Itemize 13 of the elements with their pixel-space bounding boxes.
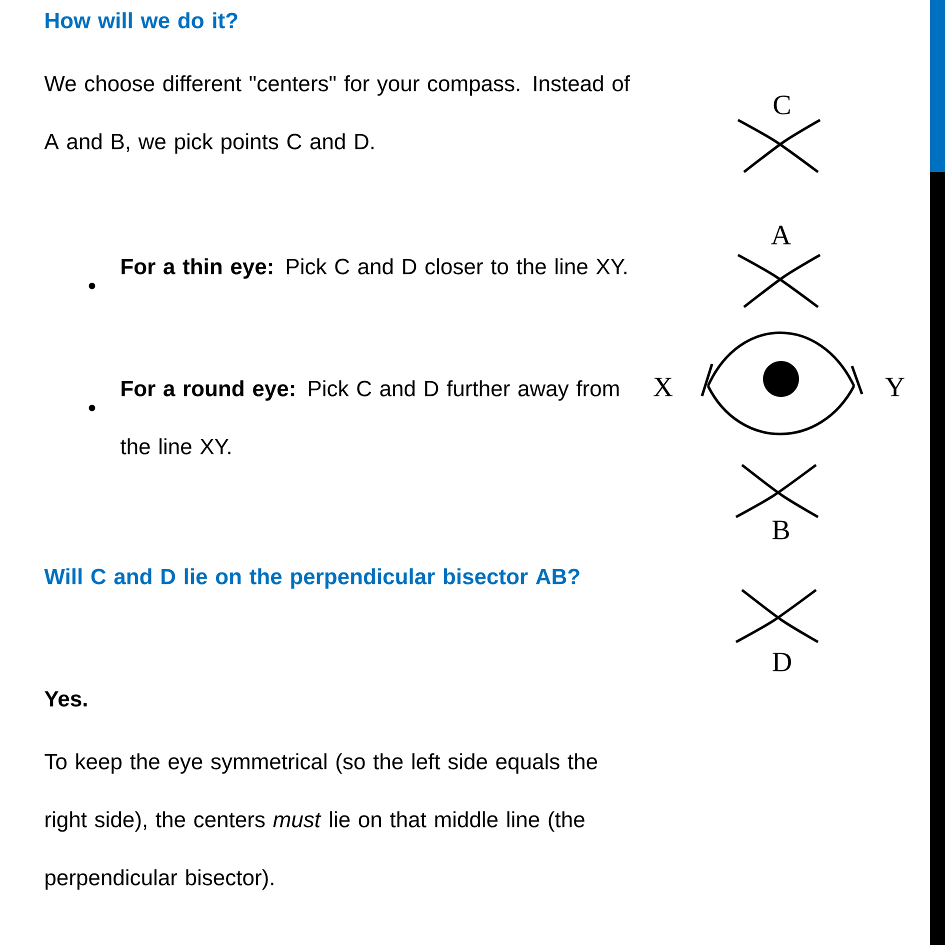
point-label: C <box>774 96 790 114</box>
bullet-item: For a thin eye: Pick C and D closer to the line XY. <box>122 258 626 279</box>
point-label: Y <box>885 378 904 396</box>
point-label: X <box>654 378 673 396</box>
section-heading: Will C and D lie on the perpendicular bisector AB? <box>44 568 580 589</box>
answer-text: Yes. <box>44 691 87 707</box>
point-label: A <box>771 226 791 244</box>
paragraph: We choose different "centers" for your compass. Instead of A and B, we pick points C and D. <box>44 75 630 154</box>
point-label: B <box>772 520 789 540</box>
section-heading: How will we do it? <box>46 12 238 28</box>
bullet-item: For a round eye: Pick C and D further away from the line XY. <box>120 380 619 454</box>
point-label: D <box>772 652 791 672</box>
paragraph: To keep the eye symmetrical (so the left side equals the right side), the centers must lie on that middle line (the perpendicular bisector). <box>44 753 598 890</box>
